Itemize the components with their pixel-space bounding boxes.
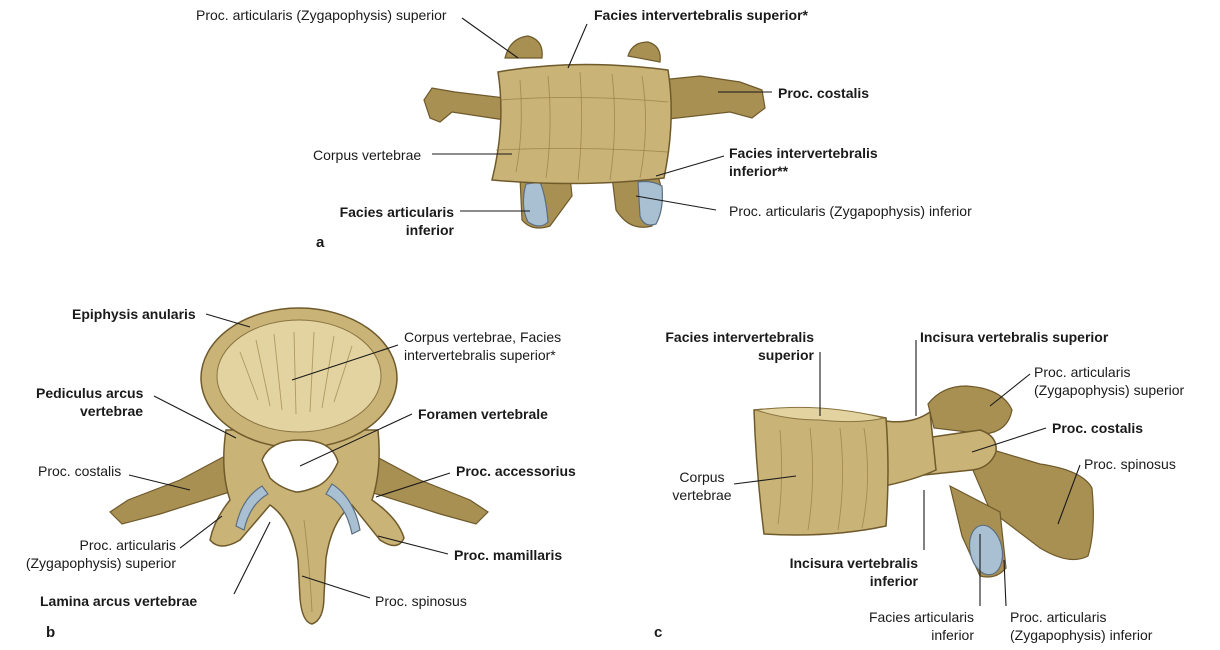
label-c-corpus-line2: vertebrae xyxy=(672,487,732,503)
label-b-lamina-arcus-vertebrae: Lamina arcus vertebrae xyxy=(40,593,198,609)
label-b-corpus-facies-line2: intervertebralis superior* xyxy=(404,347,556,363)
label-c-facies-intervertebralis-superior: Facies intervertebralis superior xyxy=(640,328,814,364)
c-sup-articular xyxy=(927,385,1013,435)
label-c-proc-articularis-superior: Proc. articularis (Zygapophysis) superio… xyxy=(1034,363,1184,399)
c-inf-facet xyxy=(968,524,1004,576)
label-c-proc-art-inf-line1: Proc. articularis xyxy=(1010,609,1107,625)
label-a-facies-art-inf-line2: inferior xyxy=(405,222,454,238)
label-c-incisura-inf-line2: inferior xyxy=(869,573,918,589)
label-b-pediculus-arcus-vertebrae: Pediculus arcus vertebrae xyxy=(36,384,143,420)
label-b-proc-spinosus: Proc. spinosus xyxy=(375,593,467,609)
label-c-facies-interv-sup-line2: superior xyxy=(757,347,814,363)
label-c-corpus-vertebrae: Corpus vertebrae xyxy=(662,468,742,504)
label-a-proc-articularis-superior: Proc. articularis (Zygapophysis) superio… xyxy=(196,7,447,23)
label-c-incisura-vertebralis-superior: Incisura vertebralis superior xyxy=(920,329,1109,345)
label-b-proc-accessorius: Proc. accessorius xyxy=(456,463,576,479)
c-pedicle xyxy=(879,410,937,487)
label-c-facies-interv-sup-line1: Facies intervertebralis xyxy=(665,329,814,345)
a-right-costal-process xyxy=(659,75,766,121)
label-c-facies-articularis-inferior: Facies articularis inferior xyxy=(850,608,974,644)
label-b-proc-mamillaris: Proc. mamillaris xyxy=(454,547,563,563)
a-left-costal-process xyxy=(423,87,506,123)
label-c-incisura-vertebralis-inferior: Incisura vertebralis inferior xyxy=(760,554,918,590)
label-c-proc-articularis-inferior: Proc. articularis (Zygapophysis) inferio… xyxy=(1010,608,1152,644)
b-vertebral-arch xyxy=(209,429,405,625)
label-b-proc-costalis: Proc. costalis xyxy=(38,463,122,479)
label-c-facies-art-inf-line2: inferior xyxy=(931,627,974,643)
label-a-facies-intervertebralis-superior: Facies intervertebralis superior* xyxy=(594,7,808,23)
leader-lines xyxy=(128,17,1081,607)
label-c-corpus-line1: Corpus xyxy=(679,469,725,485)
label-a-facies-interv-inf-line1: Facies intervertebralis xyxy=(729,145,878,161)
a-left-inf-facet xyxy=(522,181,549,227)
panel-letter-b: b xyxy=(46,624,56,641)
b-body-surface xyxy=(216,319,382,433)
a-left-sup-articular xyxy=(504,35,543,59)
b-right-costal-process xyxy=(359,446,489,525)
label-b-proc-art-sup-line1: Proc. articularis xyxy=(79,537,176,553)
label-c-proc-art-inf-line2: (Zygapophysis) inferior xyxy=(1010,627,1153,643)
b-left-sup-facet xyxy=(235,485,269,531)
label-c-proc-art-sup-line1: Proc. articularis xyxy=(1034,364,1131,380)
label-b-pediculus-line2: vertebrae xyxy=(80,403,144,419)
label-a-facies-interv-inf-line2: inferior** xyxy=(729,163,789,179)
a-right-sup-articular xyxy=(627,41,661,63)
c-spinous-process xyxy=(958,439,1094,561)
b-right-sup-facet xyxy=(325,483,361,535)
label-a-proc-articularis-inferior: Proc. articularis (Zygapophysis) inferio… xyxy=(729,203,972,219)
label-a-facies-articularis-inferior: Facies articularis inferior xyxy=(320,203,454,239)
label-b-corpus-facies-line1: Corpus vertebrae, Facies xyxy=(404,329,562,345)
label-b-pediculus-line1: Pediculus arcus xyxy=(36,385,144,401)
label-a-facies-intervertebralis-inferior: Facies intervertebralis inferior** xyxy=(729,144,878,180)
label-a-corpus-vertebrae: Corpus vertebrae xyxy=(313,147,422,163)
label-b-epiphysis-anularis: Epiphysis anularis xyxy=(72,306,196,322)
label-b-corpus-facies: Corpus vertebrae, Facies intervertebrali… xyxy=(404,328,561,364)
panel-c-drawing xyxy=(753,385,1094,578)
label-c-proc-spinosus: Proc. spinosus xyxy=(1084,456,1176,472)
label-b-proc-articularis-superior: Proc. articularis (Zygapophysis) superio… xyxy=(20,536,176,572)
label-c-proc-art-sup-line2: (Zygapophysis) superior xyxy=(1034,382,1185,398)
label-b-proc-art-sup-line2: (Zygapophysis) superior xyxy=(25,555,176,571)
label-c-proc-costalis: Proc. costalis xyxy=(1052,420,1144,436)
label-b-foramen-vertebrale: Foramen vertebrale xyxy=(418,406,548,422)
label-c-facies-art-inf-line1: Facies articularis xyxy=(868,609,974,625)
label-a-proc-costalis: Proc. costalis xyxy=(778,85,870,101)
panel-letter-a: a xyxy=(316,234,325,251)
panel-a-drawing xyxy=(423,35,766,229)
label-c-incisura-inf-line1: Incisura vertebralis xyxy=(789,555,918,571)
a-right-inf-facet xyxy=(637,180,663,226)
label-a-facies-art-inf-line1: Facies articularis xyxy=(339,204,454,220)
panel-letter-c: c xyxy=(654,624,663,641)
